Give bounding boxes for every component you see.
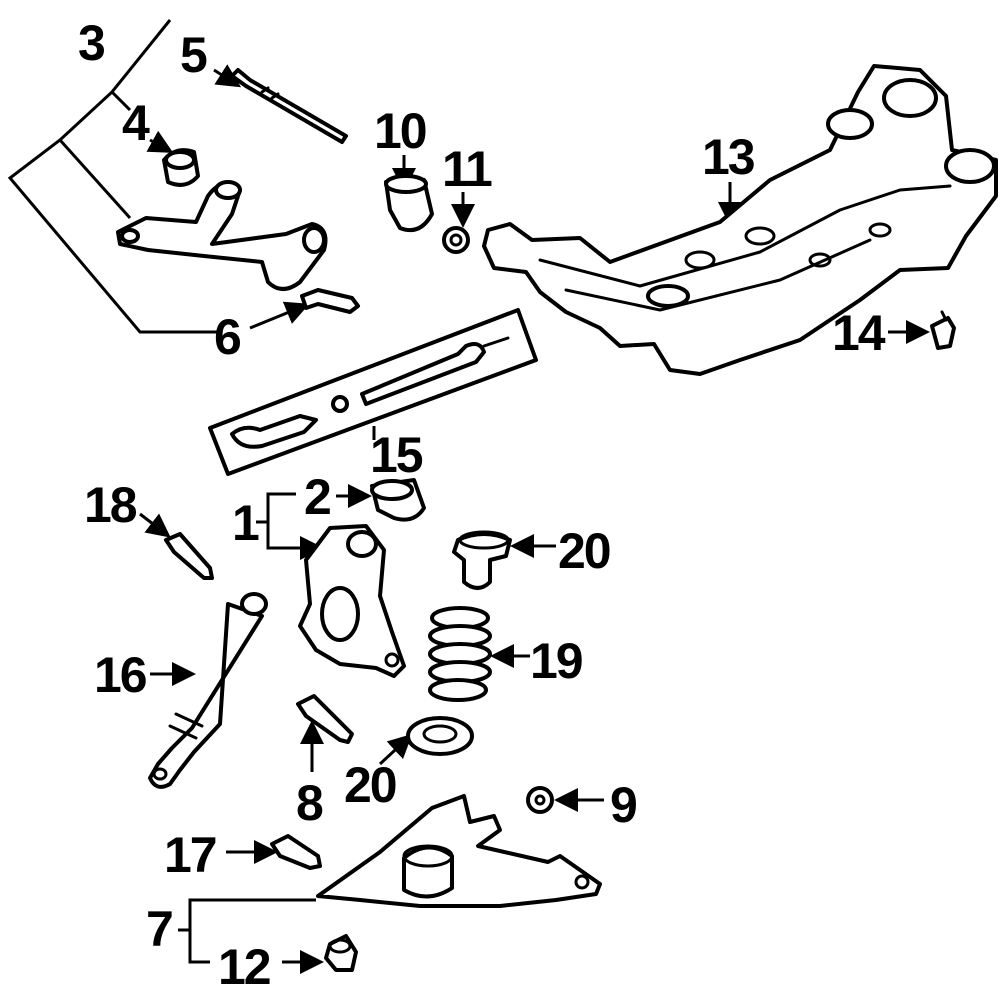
part-10-bushing — [384, 174, 434, 233]
callout-12[interactable]: 12 — [218, 939, 272, 990]
callout-15[interactable]: 15 — [370, 427, 425, 483]
leader-18 — [139, 512, 171, 538]
part-7-lower-control-arm — [316, 794, 602, 908]
callout-7[interactable]: 7 — [146, 901, 174, 957]
part-3-upper-control-arm — [116, 180, 328, 291]
part-17-bolt — [270, 834, 322, 870]
part-14-stud — [930, 310, 956, 350]
leader-3-to-arm — [58, 138, 132, 220]
leader-3-bracket — [7, 19, 218, 334]
part-4-bushing — [162, 148, 200, 187]
callout-11[interactable]: 11 — [442, 141, 494, 197]
callout-1[interactable]: 1 — [232, 495, 261, 551]
callout-2[interactable]: 2 — [304, 469, 332, 525]
part-2-bushing — [370, 478, 426, 522]
callout-9[interactable]: 9 — [610, 777, 638, 833]
leader-1-bracket — [266, 492, 300, 550]
part-19-coil-spring — [428, 606, 492, 702]
callout-16[interactable]: 16 — [94, 647, 148, 703]
part-20-upper-insulator — [452, 530, 512, 590]
part-8-bolt — [296, 694, 354, 744]
part-5-bolt — [230, 68, 348, 144]
callout-17[interactable]: 17 — [164, 827, 218, 883]
callout-3[interactable]: 3 — [78, 15, 106, 71]
part-18-bolt — [164, 532, 214, 580]
part-20-lower-insulator — [406, 716, 474, 756]
leader-5 — [213, 64, 242, 88]
callout-5[interactable]: 5 — [180, 27, 209, 83]
part-1-knuckle — [298, 524, 406, 678]
part-9-nut — [526, 786, 554, 814]
part-11-nut — [442, 226, 470, 254]
leader-6 — [249, 301, 310, 330]
callout-6[interactable]: 6 — [214, 309, 242, 365]
leader-20-lower — [378, 733, 413, 766]
callout-13[interactable]: 13 — [702, 129, 756, 185]
callout-20-lower[interactable]: 20 — [344, 757, 398, 813]
part-13-subframe — [482, 64, 998, 376]
callout-18[interactable]: 18 — [84, 477, 139, 533]
callout-19[interactable]: 19 — [530, 633, 584, 689]
leader-3-to-4 — [110, 90, 132, 112]
callout-20-upper[interactable]: 20 — [558, 523, 612, 579]
part-15-tie-rod-kit — [208, 308, 538, 476]
leader-4 — [146, 130, 174, 153]
part-6-bolt — [300, 288, 360, 314]
part-16-shock-absorber — [148, 592, 268, 789]
callout-10[interactable]: 10 — [374, 103, 428, 159]
callout-8[interactable]: 8 — [296, 775, 325, 831]
callout-4[interactable]: 4 — [122, 95, 152, 151]
part-12-ball-joint — [324, 934, 358, 972]
